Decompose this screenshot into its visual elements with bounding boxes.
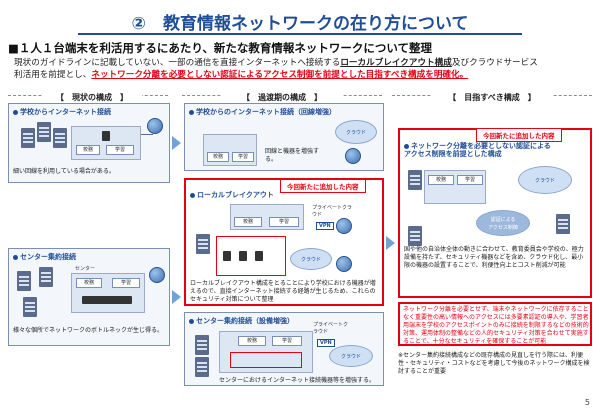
panel-trans-lbo-title: ローカルブレイクアウト [190,190,274,200]
vpn-badge: VPN [317,339,335,347]
building-icon [21,128,35,148]
col-head-current: 【 現状の構成 】 [42,92,142,103]
breakout-highlight [216,236,286,276]
server-rack-icon [82,296,132,304]
auth-access-control-icon: 認証による アクセス制御 [476,210,530,236]
para-line1-b: ローカルブレイクアウト構成 [340,58,452,68]
internet-globe-icon [345,148,361,164]
panel-current-school: 学校からインターネット接続 校務 学習 細い回線を利用している場合がある。 [8,103,170,183]
bullet-icon [13,254,18,260]
link-line [141,134,153,135]
goal-security-note-box: ネットワーク分離を必要とせず、端末やネットワークに依存することなく重要性の高い情… [398,302,592,346]
panel-trans-lbo: 今回新たに追加した内容 ローカルブレイクアウト プライベートクラウド 校務 学習… [184,178,384,306]
col-head-goal: 【 目指すべき構成 】 [432,92,552,103]
room-learning: 学習 [232,152,254,162]
room-admin: 校務 [428,175,454,185]
room-learning: 学習 [272,336,302,346]
private-cloud-label: プライベートクラウド [312,205,353,218]
room-admin: 校務 [238,336,266,346]
arrow-right-icon [386,236,395,250]
center-block: 校務 学習 [71,273,145,313]
building-icon [556,214,570,234]
cloud-icon: クラウド [335,120,377,144]
cloud-icon: クラウド [518,166,572,194]
internet-globe-icon [336,256,352,272]
vpn-badge: VPN [316,222,334,230]
bullet-icon [404,143,409,149]
para-line1-c: 及びクラウドサービス [451,58,538,68]
room-learning: 学習 [112,278,140,288]
building-icon [23,297,37,317]
bullet-icon [189,109,194,115]
panel-trans-center: センター集約接続（設備増強） プライベートクラウド 校務 学習 VPN クラウド… [184,312,384,386]
building-icon [195,357,209,377]
subheading: ■１人１台端末を利活用するにあたり、新たな教育情報ネットワークについて整理 [8,41,433,55]
room-admin: 校務 [207,152,229,162]
building-icon [408,170,422,190]
panel-goal-title: ネットワーク分離を必要としない認証によるアクセス制限を前提とした構成 [404,142,551,158]
panel-current-school-note: 細い回線を利用している場合がある。 [13,168,115,175]
bullet-icon [190,192,195,198]
panel-current-center-note: 様々な個所でネットワークのボトルネックが生じ得る。 [13,327,164,334]
center-label: センター [75,266,96,272]
col-head-transition: 【 過渡期の構成 】 [222,92,342,103]
center-block: 校務 学習 [219,331,313,373]
goal-footnote: ※センター集約接続構成などの既存構成の見直しを行う際には、利便性・セキュリティ・… [398,352,590,375]
intro-paragraph: 現状のガイドラインに記載していない、一部の通信を直接インターネットへ接続するロー… [14,57,594,81]
para-line1-a: 現状のガイドラインに記載していない、一部の通信を直接インターネットへ接続する [14,58,341,68]
room-admin: 校務 [76,278,102,288]
page-number: 5 [584,398,590,407]
panel-current-center: センター集約接続 センター 校務 学習 様々な個所でネットワークのボトルネックが… [8,248,170,346]
building-icon [39,267,53,287]
internet-globe-icon [149,267,165,283]
center-equipment-highlight [230,352,302,368]
building-icon [408,226,422,246]
room-learning: 学習 [106,145,134,155]
panel-current-center-title: センター集約接続 [13,252,76,262]
panel-trans-school: 学校からのインターネット接続（回線増強） 校務 学習 回線と機器を増強する。 ク… [184,103,384,171]
arrow-right-icon [172,290,181,304]
new-content-tag: 今回新たに追加した内容 [476,128,562,142]
private-cloud-label: プライベートクラウド [313,322,349,335]
goal-security-note: ネットワーク分離を必要とせず、端末やネットワークに依存することなく重要性の高い情… [403,306,589,345]
para-line2-b: ネットワーク分離を必要としない認証によるアクセス制御を前提とした目指すべき構成を… [91,70,469,80]
school-block: 校務 学習 [424,170,486,204]
page-title: ② 教育情報ネットワークの在り方について [131,14,469,34]
firewall-icon [239,251,247,261]
bullet-icon [13,109,18,115]
room-learning: 学習 [269,217,299,227]
internet-globe-icon [147,118,163,134]
school-block: 校務 学習 [203,134,257,166]
arrow-right-icon [172,136,181,150]
bullet-icon [189,318,194,324]
para-line2-a: 利活用を前提とし、 [14,70,92,80]
router-icon [102,131,110,141]
cloud-icon: クラウド [329,345,373,367]
internet-globe-icon [336,218,352,234]
panel-trans-school-note: 回線と機器を増強する。 [265,148,320,163]
building-icon [37,122,51,142]
room-admin: 校務 [76,145,100,155]
panel-trans-school-title: 学校からのインターネット接続（回線増強） [189,107,336,117]
cloud-icon: クラウド [290,248,332,270]
school-block: 校務 学習 [71,126,141,160]
school-block: 校務 学習 [230,204,304,230]
router-icon [223,251,231,261]
title-bar: ② 教育情報ネットワークの在り方について [0,6,600,36]
title-underline [78,33,522,35]
building-icon [53,128,67,148]
panel-trans-lbo-note: ローカルブレイクアウト構成をとることにより学校における機器が増えるので、直接イン… [190,280,376,303]
building-icon [195,335,209,355]
panel-goal: 今回新たに追加した内容 ネットワーク分離を必要としない認証によるアクセス制限を前… [398,128,592,298]
room-admin: 校務 [234,217,262,227]
building-icon [17,271,31,291]
building-icon [196,234,210,254]
new-content-tag: 今回新たに追加した内容 [280,179,366,193]
panel-trans-center-title: センター集約接続（設備増強） [189,316,294,326]
room-learning: 学習 [457,175,483,185]
switch-icon [255,251,263,261]
panel-trans-center-note: センターにおけるインターネット接続機器等を増強する。 [219,377,376,384]
panel-goal-note: 国や他の自治体全体の動きに合わせて、教育委員会や学校の、極力設備を持たず、セキュ… [404,246,584,269]
panel-current-school-title: 学校からインターネット接続 [13,107,111,117]
